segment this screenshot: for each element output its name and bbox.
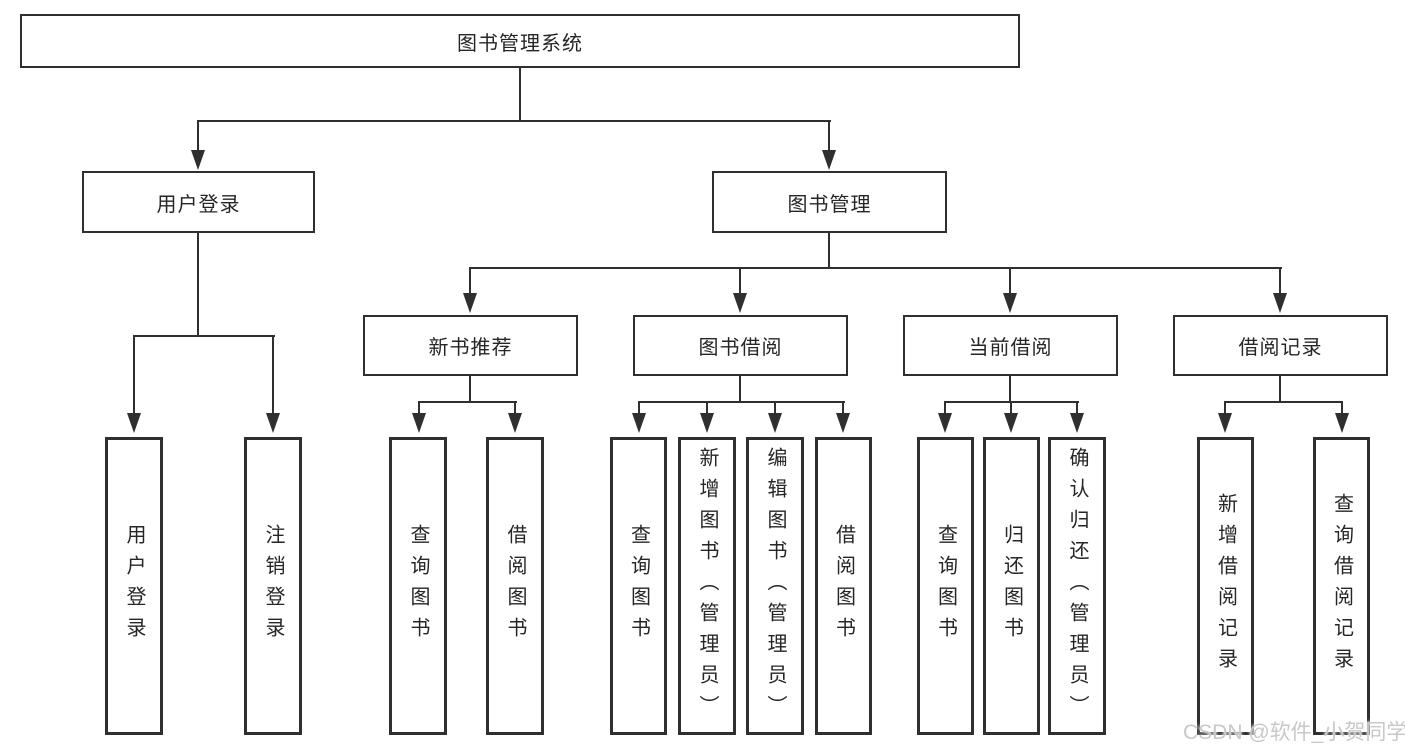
connector-line [418, 401, 517, 403]
arrow-down-icon [836, 413, 850, 433]
connector-line [197, 120, 831, 122]
node-label: 图书借阅 [698, 337, 783, 359]
node-label: 确认归还（管理员） [1066, 446, 1088, 726]
node-label: 新增图书（管理员） [696, 446, 718, 726]
connector-line [1010, 401, 1012, 415]
connector-line [1279, 376, 1281, 403]
node-label: 当前借阅 [968, 337, 1053, 359]
connector-line [133, 335, 135, 415]
node-label: 归还图书 [1000, 524, 1023, 648]
leaf-borrow-books: 借阅图书 [815, 437, 872, 735]
arrow-down-icon [1218, 413, 1232, 433]
leaf-borrow-query-books: 查询图书 [610, 437, 667, 735]
leaf-newrec-query-books: 查询图书 [389, 437, 447, 735]
arrow-down-icon [463, 293, 477, 313]
node-label: 用户登录 [123, 524, 145, 648]
connector-line [828, 233, 830, 269]
connector-line [197, 120, 199, 152]
node-borrowing-records: 借阅记录 [1173, 315, 1388, 376]
arrow-down-icon [700, 413, 714, 433]
connector-line [1279, 267, 1281, 295]
node-book-borrowing: 图书借阅 [633, 315, 848, 376]
connector-line [739, 376, 741, 403]
leaf-edit-books-admin: 编辑图书（管理员） [746, 437, 804, 735]
csdn-watermark: CSDN @软件_小贺同学 [1183, 721, 1405, 744]
node-label: 借阅图书 [832, 524, 855, 648]
node-label: 查询借阅记录 [1330, 493, 1353, 679]
node-label: 用户登录 [156, 193, 241, 216]
arrow-down-icon [1004, 413, 1018, 433]
arrow-down-icon [508, 413, 522, 433]
connector-line [1224, 401, 1343, 403]
arrow-down-icon [768, 413, 782, 433]
arrow-down-icon [632, 413, 646, 433]
node-book-management: 图书管理 [712, 171, 947, 233]
node-label: 新书推荐 [428, 337, 513, 359]
leaf-add-books-admin: 新增图书（管理员） [678, 437, 736, 735]
arrow-down-icon [191, 150, 205, 170]
node-label: 图书管理系统 [457, 32, 583, 55]
node-label: 编辑图书（管理员） [764, 446, 786, 726]
arrow-down-icon [1070, 413, 1084, 433]
leaf-query-borrow-record: 查询借阅记录 [1313, 437, 1370, 735]
leaf-current-query-books: 查询图书 [917, 437, 974, 735]
connector-line [739, 267, 741, 295]
arrow-down-icon [127, 413, 141, 433]
node-new-book-recommend: 新书推荐 [363, 315, 578, 376]
node-label: 查询图书 [934, 524, 957, 648]
node-label: 查询图书 [407, 524, 429, 648]
connector-line [1341, 401, 1343, 415]
leaf-add-borrow-record: 新增借阅记录 [1197, 437, 1254, 735]
connector-line [828, 120, 830, 152]
arrow-down-icon [733, 293, 747, 313]
connector-line [418, 401, 420, 415]
arrow-down-icon [266, 413, 280, 433]
arrow-down-icon [822, 150, 836, 170]
connector-line [842, 401, 844, 415]
connector-line [638, 401, 640, 415]
connector-line [519, 68, 521, 122]
node-current-borrowing: 当前借阅 [903, 315, 1118, 376]
leaf-return-books: 归还图书 [983, 437, 1040, 735]
node-label: 新增借阅记录 [1214, 493, 1237, 679]
connector-line [133, 335, 275, 337]
connector-line [1224, 401, 1226, 415]
connector-line [469, 267, 471, 295]
connector-line [469, 376, 471, 403]
node-label: 图书管理 [787, 193, 872, 216]
node-label: 借阅图书 [504, 524, 526, 648]
connector-line [774, 401, 776, 415]
connector-line [514, 401, 516, 415]
connector-line [1009, 267, 1011, 295]
arrow-down-icon [412, 413, 426, 433]
arrow-down-icon [938, 413, 952, 433]
connector-line [1009, 376, 1011, 403]
arrow-down-icon [1003, 293, 1017, 313]
leaf-user-login: 用户登录 [105, 437, 163, 735]
connector-line [469, 267, 1282, 269]
node-label: 注销登录 [262, 524, 284, 648]
leaf-logout: 注销登录 [244, 437, 302, 735]
node-user-login: 用户登录 [82, 171, 315, 233]
connector-line [706, 401, 708, 415]
arrow-down-icon [1273, 293, 1287, 313]
connector-line [1076, 401, 1078, 415]
leaf-confirm-return-admin: 确认归还（管理员） [1048, 437, 1106, 735]
arrow-down-icon [1335, 413, 1349, 433]
connector-line [272, 335, 274, 415]
node-label: 借阅记录 [1238, 337, 1323, 359]
leaf-newrec-borrow-books: 借阅图书 [486, 437, 544, 735]
connector-line [197, 233, 199, 337]
connector-line [638, 401, 845, 403]
node-label: 查询图书 [627, 524, 650, 648]
connector-line [944, 401, 946, 415]
node-library-system: 图书管理系统 [20, 14, 1020, 68]
